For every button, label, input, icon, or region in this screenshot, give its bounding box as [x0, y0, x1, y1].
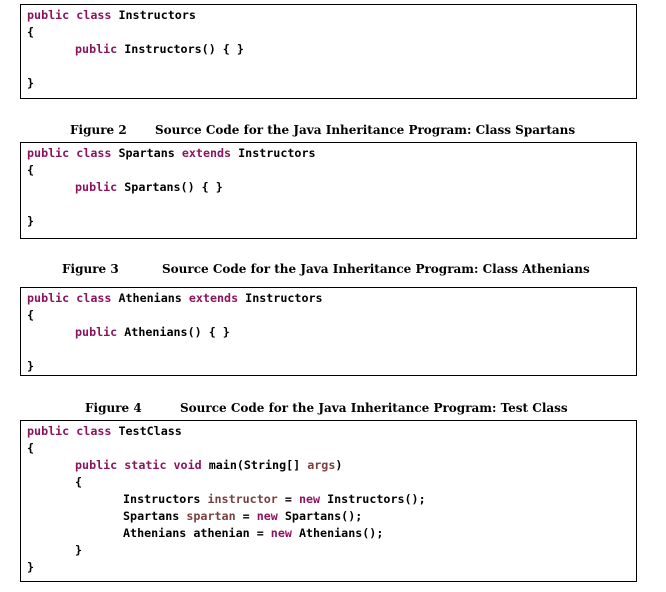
- code-token-plain: {: [75, 475, 83, 489]
- code-token-plain: }: [27, 76, 35, 90]
- code-token-plain: Spartans() { }: [124, 180, 223, 194]
- code-token-plain: =: [277, 492, 299, 506]
- code-token-keyword: public class: [27, 146, 119, 160]
- code-token-plain: Athenians athenian =: [123, 526, 271, 540]
- code-token-keyword: extends: [181, 146, 239, 160]
- figure-3-description: Source Code for the Java Inheritance Pro…: [162, 262, 590, 276]
- code-line: [27, 58, 636, 75]
- code-token-keyword: new: [256, 509, 285, 523]
- code-token-plain: }: [27, 560, 35, 574]
- code-line: {: [27, 162, 636, 179]
- code-line: public Instructors() { }: [27, 41, 636, 58]
- code-token-plain: {: [27, 308, 35, 322]
- code-token-plain: {: [27, 25, 35, 39]
- code-token-plain: Spartans();: [284, 509, 363, 523]
- code-token-keyword: new: [270, 526, 299, 540]
- code-line: public static void main(String[] args): [27, 457, 636, 474]
- code-line: Spartans spartan = new Spartans();: [27, 508, 636, 525]
- code-line: [27, 341, 636, 358]
- code-token-keyword: public class: [27, 8, 119, 22]
- code-token-plain: Spartans: [123, 509, 187, 523]
- code-token-plain: Instructors: [123, 492, 208, 506]
- code-token-identifier: spartan: [186, 509, 236, 523]
- code-token-plain: Instructors: [118, 8, 196, 22]
- code-token-plain: Athenians: [118, 291, 189, 305]
- code-token-plain: Instructors() { }: [124, 42, 244, 56]
- code-line: }: [27, 542, 636, 559]
- code-line: {: [27, 307, 636, 324]
- code-token-identifier: instructor: [207, 492, 278, 506]
- code-token-plain: }: [27, 214, 35, 228]
- caption-figure-3: Figure 3 Source Code for the Java Inheri…: [0, 261, 666, 278]
- figure-2-label: Figure 2: [70, 123, 127, 137]
- caption-figure-2: Figure 2 Source Code for the Java Inheri…: [0, 122, 666, 139]
- code-token-plain: ): [335, 458, 343, 472]
- code-token-plain: {: [27, 163, 35, 177]
- caption-figure-4: Figure 4 Source Code for the Java Inheri…: [0, 400, 666, 417]
- code-line: public Athenians() { }: [27, 324, 636, 341]
- code-token-keyword: extends: [188, 291, 246, 305]
- code-line: public class Athenians extends Instructo…: [27, 290, 636, 307]
- code-line: }: [27, 358, 636, 375]
- code-token-plain: Instructors: [238, 146, 316, 160]
- code-token-keyword: new: [298, 492, 328, 506]
- code-token-keyword: public: [75, 325, 125, 339]
- code-line: public Spartans() { }: [27, 179, 636, 196]
- code-token-plain: }: [75, 543, 83, 557]
- code-line: Athenians athenian = new Athenians();: [27, 525, 636, 542]
- code-line: public class TestClass: [27, 423, 636, 440]
- code-line: }: [27, 75, 636, 92]
- code-token-plain: main(String[]: [208, 458, 308, 472]
- code-line: public class Spartans extends Instructor…: [27, 145, 636, 162]
- code-token-plain: TestClass: [118, 424, 182, 438]
- code-token-keyword: public class: [27, 424, 119, 438]
- code-line: }: [27, 213, 636, 230]
- code-line: Instructors instructor = new Instructors…: [27, 491, 636, 508]
- code-box-class-athenians: public class Athenians extends Instructo…: [20, 287, 637, 376]
- figure-4-description: Source Code for the Java Inheritance Pro…: [180, 401, 568, 415]
- figure-4-label: Figure 4: [85, 401, 142, 415]
- code-token-plain: }: [27, 359, 35, 373]
- code-box-test-class: public class TestClass{public static voi…: [20, 420, 637, 582]
- figure-3-label: Figure 3: [62, 262, 119, 276]
- code-token-plain: Instructors: [245, 291, 323, 305]
- code-token-plain: Athenians() { }: [124, 325, 230, 339]
- code-token-keyword: public static void: [75, 458, 209, 472]
- code-token-identifier: args: [307, 458, 336, 472]
- code-token-keyword: public: [75, 180, 125, 194]
- code-token-keyword: public class: [27, 291, 119, 305]
- code-box-class-instructors: public class Instructors{public Instruct…: [20, 4, 637, 99]
- code-line: }: [27, 559, 636, 576]
- code-token-plain: =: [235, 509, 257, 523]
- code-line: {: [27, 24, 636, 41]
- code-line: {: [27, 474, 636, 491]
- code-token-plain: {: [27, 441, 35, 455]
- code-token-plain: Instructors();: [327, 492, 426, 506]
- code-box-class-spartans: public class Spartans extends Instructor…: [20, 142, 637, 239]
- code-line: [27, 196, 636, 213]
- code-token-keyword: public: [75, 42, 125, 56]
- code-line: public class Instructors: [27, 7, 636, 24]
- figure-2-description: Source Code for the Java Inheritance Pro…: [155, 123, 576, 137]
- code-token-plain: Spartans: [118, 146, 182, 160]
- code-line: {: [27, 440, 636, 457]
- code-token-plain: Athenians();: [298, 526, 384, 540]
